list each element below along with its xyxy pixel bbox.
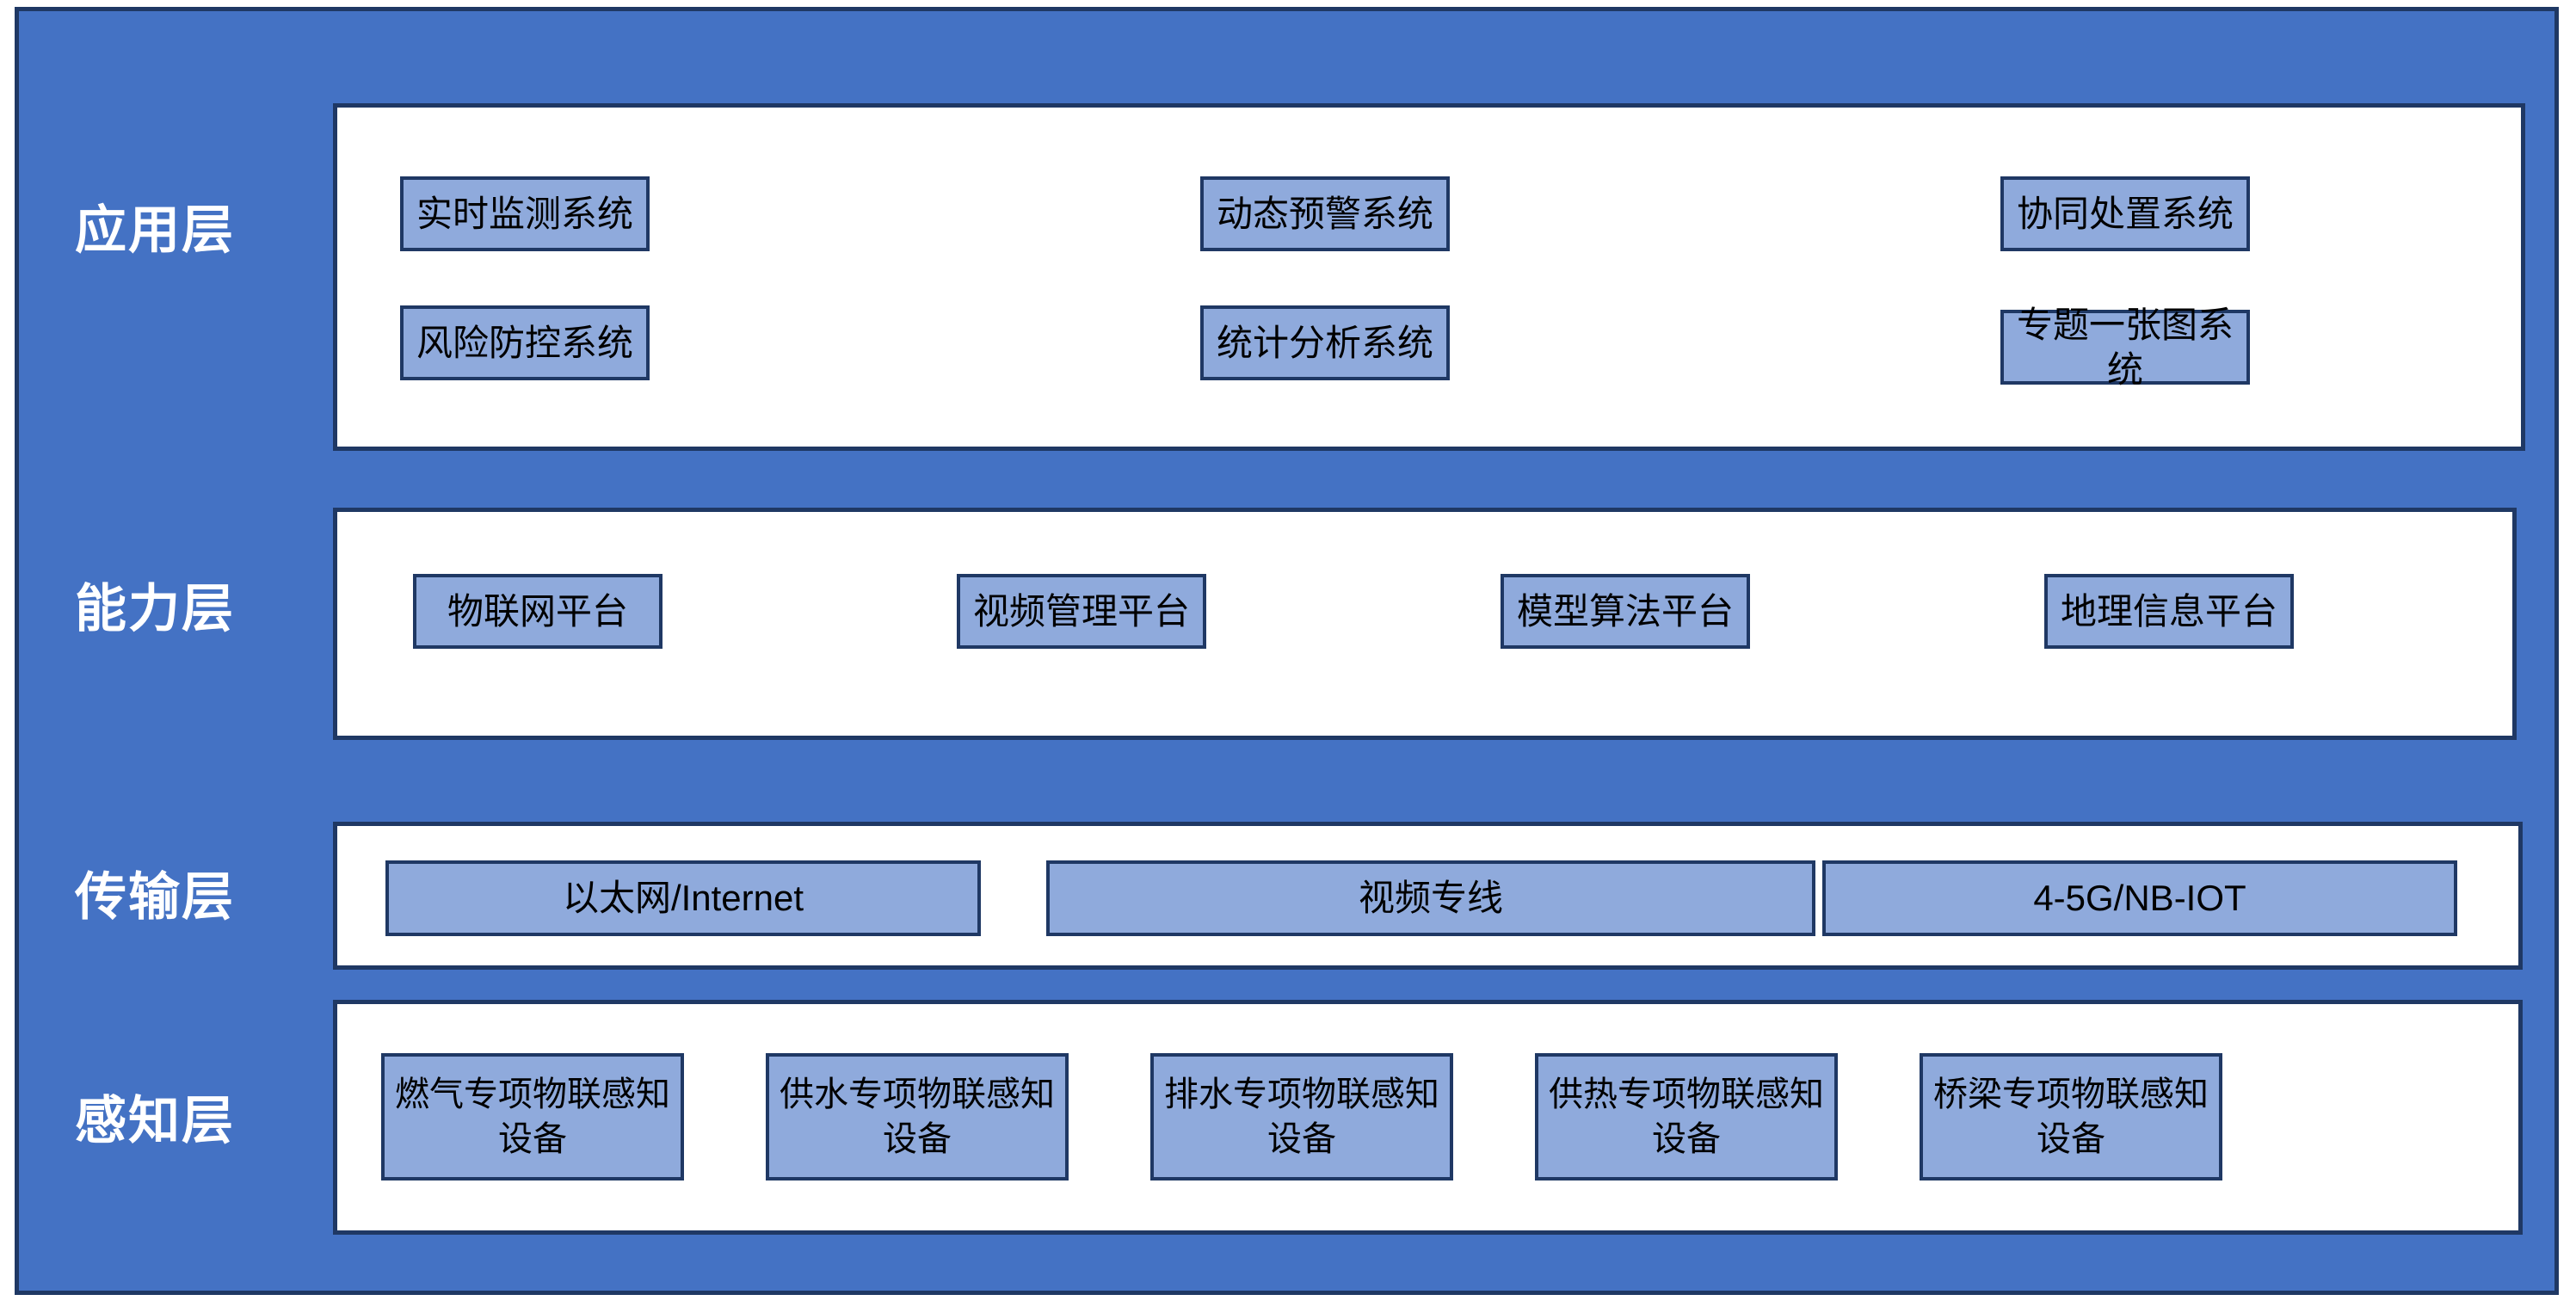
architecture-diagram: 应用层 实时监测系统 风险防控系统 动态预警系统 统计分析系统 协同处置系统 专… (15, 7, 2559, 1295)
transmission-box-mobile-network[interactable]: 4-5G/NB-IOT (1822, 860, 2457, 936)
perception-box-drainage[interactable]: 排水专项物联感知设备 (1150, 1053, 1453, 1180)
layer-panel-perception: 燃气专项物联感知设备 供水专项物联感知设备 排水专项物联感知设备 供热专项物联感… (333, 1000, 2523, 1235)
layer-label-application: 应用层 (75, 201, 235, 259)
layer-panel-transmission: 以太网/Internet 视频专线 4-5G/NB-IOT (333, 822, 2523, 970)
capability-box-video-management-platform[interactable]: 视频管理平台 (957, 574, 1206, 649)
layer-label-capability: 能力层 (75, 580, 235, 638)
layer-panel-application: 实时监测系统 风险防控系统 动态预警系统 统计分析系统 协同处置系统 专题一张图… (333, 103, 2525, 451)
app-box-risk-prevention[interactable]: 风险防控系统 (400, 305, 650, 380)
app-box-collaborative-disposal[interactable]: 协同处置系统 (2000, 176, 2250, 251)
app-box-statistical-analysis[interactable]: 统计分析系统 (1200, 305, 1450, 380)
layer-label-transmission: 传输层 (75, 868, 235, 926)
transmission-box-video-dedicated-line[interactable]: 视频专线 (1046, 860, 1815, 936)
capability-box-model-algorithm-platform[interactable]: 模型算法平台 (1501, 574, 1750, 649)
layer-panel-capability: 物联网平台 视频管理平台 模型算法平台 地理信息平台 (333, 508, 2517, 740)
capability-box-gis-platform[interactable]: 地理信息平台 (2044, 574, 2294, 649)
perception-box-heating[interactable]: 供热专项物联感知设备 (1535, 1053, 1838, 1180)
app-box-realtime-monitoring[interactable]: 实时监测系统 (400, 176, 650, 251)
capability-box-iot-platform[interactable]: 物联网平台 (413, 574, 662, 649)
app-box-thematic-map[interactable]: 专题一张图系统 (2000, 305, 2250, 390)
perception-box-gas[interactable]: 燃气专项物联感知设备 (381, 1053, 684, 1180)
app-box-dynamic-warning[interactable]: 动态预警系统 (1200, 176, 1450, 251)
perception-box-water-supply[interactable]: 供水专项物联感知设备 (766, 1053, 1069, 1180)
layer-label-perception: 感知层 (75, 1092, 235, 1150)
transmission-box-ethernet-internet[interactable]: 以太网/Internet (385, 860, 981, 936)
perception-box-bridge[interactable]: 桥梁专项物联感知设备 (1920, 1053, 2222, 1180)
